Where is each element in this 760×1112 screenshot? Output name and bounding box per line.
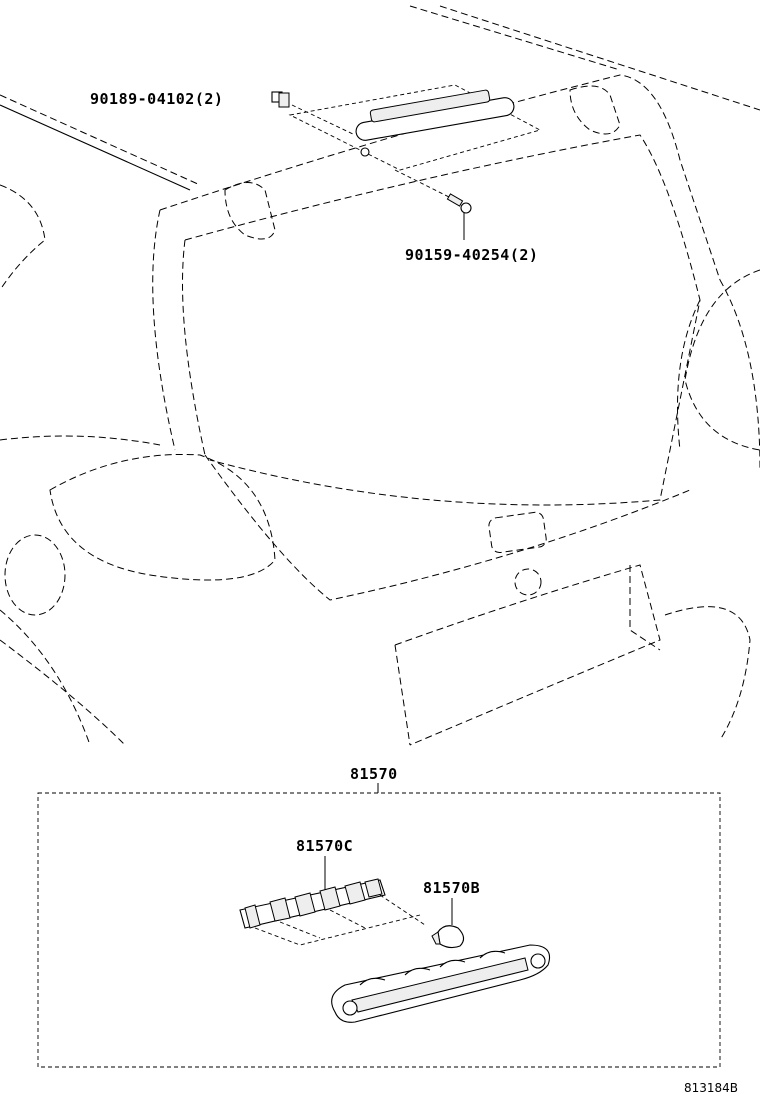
part-label-assembly: 81570 xyxy=(350,765,398,783)
part-label-bulb: 81570B xyxy=(423,879,480,897)
part-label-screw-right: 90159-40254(2) xyxy=(405,246,538,264)
assembly-dashed-box xyxy=(37,792,721,1068)
socket-harness-part xyxy=(239,878,426,946)
installed-high-mount-stop-lamp xyxy=(288,84,542,171)
bulb-part-icon xyxy=(431,925,465,949)
clip-part-icon xyxy=(271,91,356,136)
screw-part-icon xyxy=(394,169,472,240)
high-mount-stop-lamp-body xyxy=(331,944,551,1023)
part-label-socket: 81570C xyxy=(296,837,353,855)
vehicle-rear-outline xyxy=(0,5,760,746)
part-label-screw-top: 90189-04102(2) xyxy=(90,90,223,108)
diagram-reference-code: 813184B xyxy=(684,1081,738,1095)
